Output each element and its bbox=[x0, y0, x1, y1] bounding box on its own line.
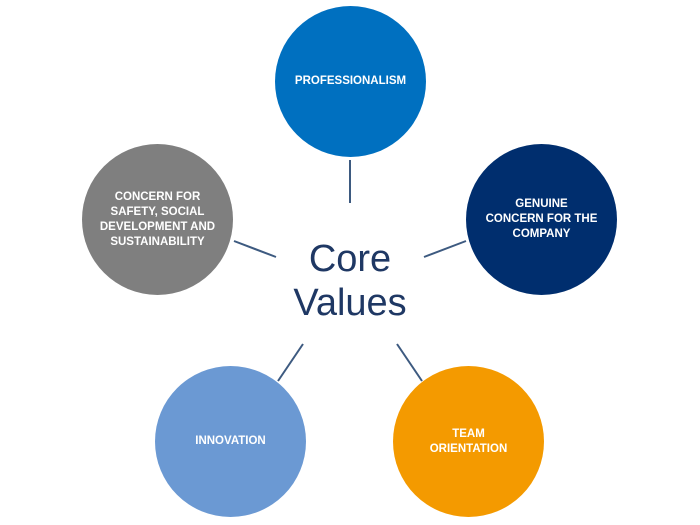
value-innovation-label: INNOVATION bbox=[195, 435, 266, 447]
value-genuine-concern: GENUINE CONCERN FOR THE COMPANY bbox=[466, 144, 617, 295]
value-professionalism: PROFESSIONALISM bbox=[275, 6, 426, 157]
value-genuine-concern-label: GENUINE CONCERN FOR THE COMPANY bbox=[485, 198, 598, 240]
value-team-orientation: TEAM ORIENTATION bbox=[393, 366, 544, 517]
connector-innovation bbox=[277, 343, 304, 382]
connector-team-orientation bbox=[396, 343, 423, 382]
core-values-title: Core Values bbox=[250, 237, 450, 325]
value-team-orientation-label: TEAM ORIENTATION bbox=[429, 427, 508, 455]
connector-genuine-concern bbox=[423, 240, 467, 258]
value-safety-sustainability-label: CONCERN FOR SAFETY, SOCIAL DEVELOPMENT A… bbox=[99, 190, 216, 248]
core-values-title-line1: Core bbox=[308, 238, 392, 280]
value-safety-sustainability: CONCERN FOR SAFETY, SOCIAL DEVELOPMENT A… bbox=[82, 144, 233, 295]
core-values-title-line2: Values bbox=[293, 282, 407, 324]
value-innovation: INNOVATION bbox=[155, 366, 306, 517]
value-professionalism-label: PROFESSIONALISM bbox=[294, 75, 407, 87]
connector-safety bbox=[233, 240, 277, 258]
